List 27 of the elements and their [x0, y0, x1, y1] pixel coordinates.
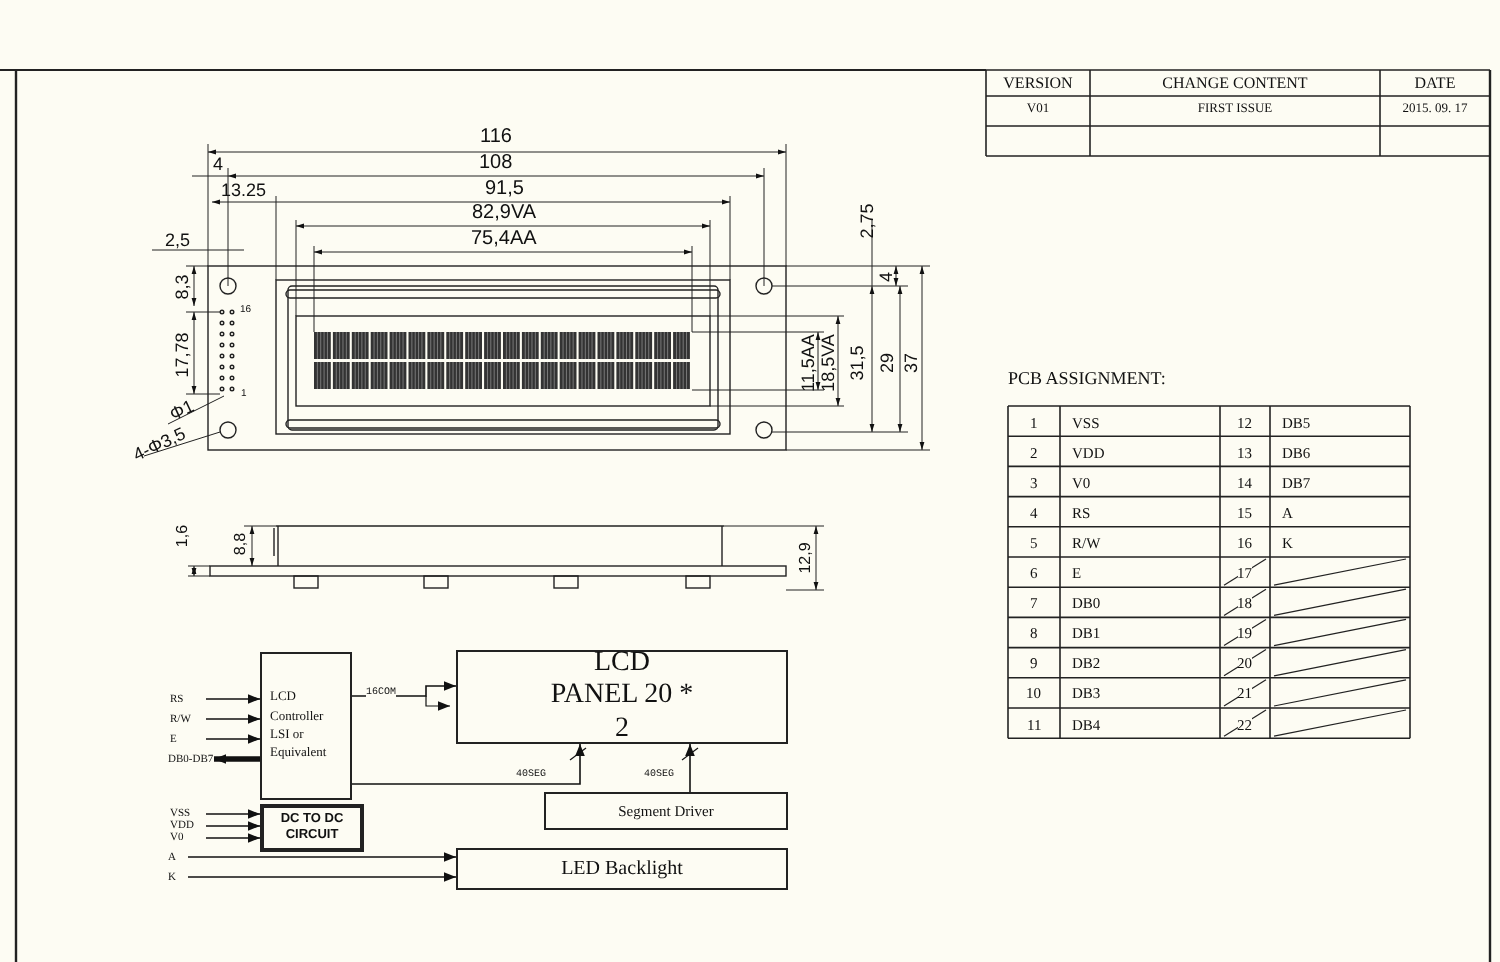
dimension-label: 31,5 [848, 344, 867, 380]
column-header: VERSION [1001, 76, 1075, 92]
dimension-label: 37 [903, 352, 921, 372]
dimension-label: 1,6 [174, 524, 191, 548]
dimension-label: 116 [480, 128, 512, 148]
dimension-label: 12,9 [797, 542, 814, 574]
column-header: DATE [1412, 76, 1458, 92]
dimension-label: 91,5 [485, 180, 524, 200]
dimension-label: 4 [213, 155, 224, 173]
table-title: PCB ASSIGNMENT: [1008, 370, 1166, 388]
dimension-label: 11,5AA [798, 333, 817, 391]
dimension-label: 8,8 [232, 532, 249, 556]
panel-box: LCD PANEL 20 * 2 [456, 650, 788, 744]
dimension-label: 2,75 [858, 202, 877, 238]
dimension-label: 8,3 [172, 273, 191, 299]
dimension-label: 108 [479, 154, 513, 174]
backlight-box: LED Backlight [456, 848, 788, 890]
dimension-label: 18,5VA [818, 333, 837, 391]
dimension-label: 2,5 [165, 231, 191, 249]
dimension-label: 13.25 [221, 181, 267, 199]
column-header: CHANGE CONTENT [1160, 76, 1310, 92]
dimension-label: 29 [879, 352, 897, 372]
dimension-label: 4 [877, 271, 895, 281]
dimension-label: Φ1 [167, 396, 198, 424]
dimension-label: 17,78 [172, 331, 191, 377]
dimension-label: 75,4AA [471, 230, 537, 250]
dimension-label: 82,9VA [472, 204, 537, 224]
